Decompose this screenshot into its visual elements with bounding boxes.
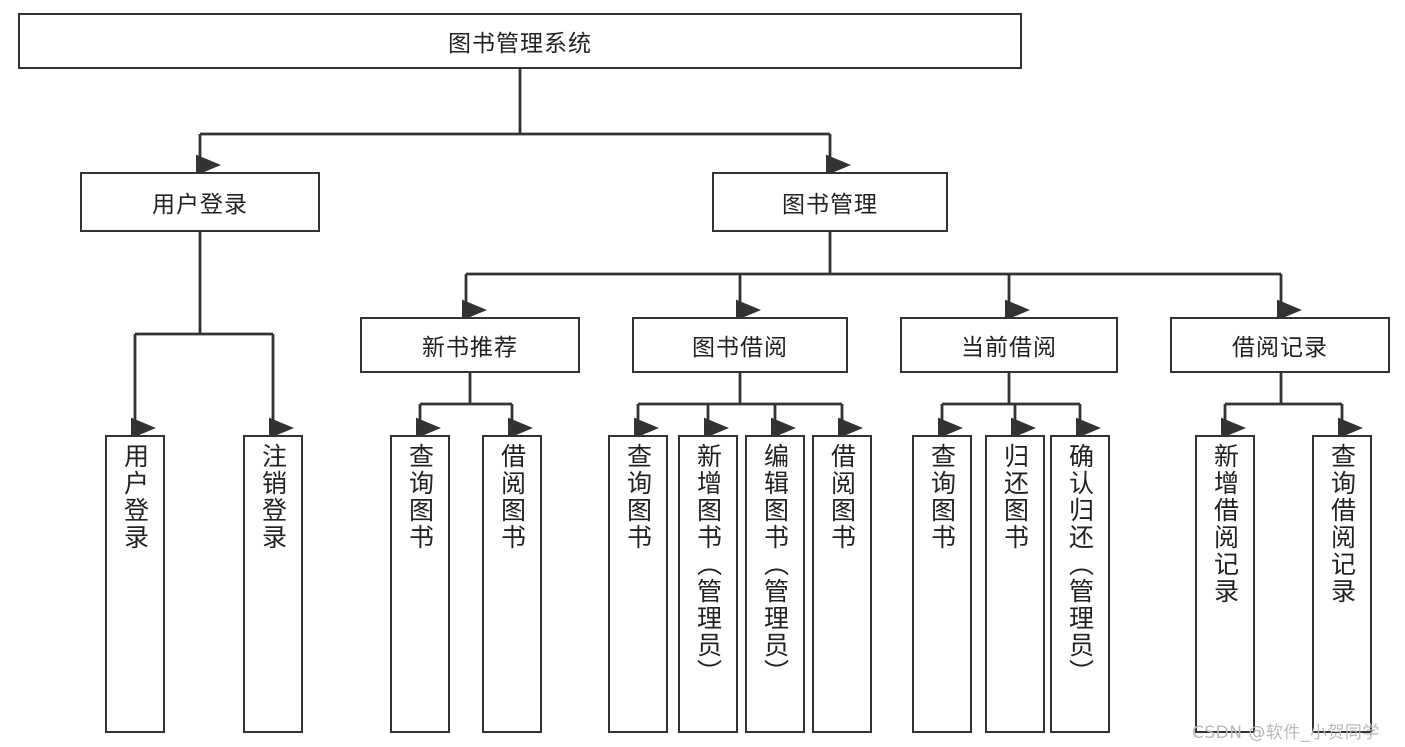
node-borrow-record[interactable]: 借阅记录	[1170, 317, 1390, 373]
csdn-watermark: CSDN @软件_小贺同学	[1192, 718, 1380, 743]
node-root-label: 图书管理系统	[448, 31, 592, 57]
node-leaf-edit-book[interactable]: 编辑图书（管理员）	[745, 435, 805, 733]
node-current-borrow-label: 当前借阅	[961, 335, 1057, 361]
node-leaf-borrow-book-1[interactable]: 借阅图书	[482, 435, 542, 733]
node-leaf-user-login[interactable]: 用户登录	[105, 435, 165, 733]
node-user-login[interactable]: 用户登录	[80, 172, 320, 232]
node-book-manage-label: 图书管理	[782, 192, 878, 218]
node-leaf-borrow-book-2[interactable]: 借阅图书	[812, 435, 872, 733]
node-leaf-add-record[interactable]: 新增借阅记录	[1195, 435, 1255, 733]
node-leaf-query-book-1-label: 查询图书	[405, 443, 435, 551]
node-leaf-query-book-2-label: 查询图书	[623, 443, 653, 551]
node-leaf-add-record-label: 新增借阅记录	[1210, 443, 1240, 605]
node-leaf-return-book-label: 归还图书	[1000, 443, 1030, 551]
node-borrow-record-label: 借阅记录	[1232, 335, 1328, 361]
node-leaf-user-login-label: 用户登录	[120, 443, 150, 551]
node-leaf-return-book[interactable]: 归还图书	[985, 435, 1045, 733]
node-current-borrow[interactable]: 当前借阅	[900, 317, 1118, 373]
node-new-book-recommend[interactable]: 新书推荐	[360, 317, 580, 373]
node-book-manage[interactable]: 图书管理	[712, 172, 948, 232]
node-leaf-add-book[interactable]: 新增图书（管理员）	[678, 435, 738, 733]
node-user-login-label: 用户登录	[152, 192, 248, 218]
node-new-book-recommend-label: 新书推荐	[422, 335, 518, 361]
node-leaf-query-book-2[interactable]: 查询图书	[608, 435, 668, 733]
node-book-borrow[interactable]: 图书借阅	[632, 317, 848, 373]
node-book-borrow-label: 图书借阅	[692, 335, 788, 361]
node-leaf-borrow-book-1-label: 借阅图书	[497, 443, 527, 551]
node-leaf-confirm-return-label: 确认归还（管理员）	[1065, 443, 1095, 686]
node-root[interactable]: 图书管理系统	[18, 13, 1022, 69]
node-leaf-query-record[interactable]: 查询借阅记录	[1312, 435, 1372, 733]
node-leaf-logout-label: 注销登录	[258, 443, 288, 551]
node-leaf-add-book-label: 新增图书（管理员）	[693, 443, 723, 686]
node-leaf-query-book-1[interactable]: 查询图书	[390, 435, 450, 733]
node-leaf-logout[interactable]: 注销登录	[243, 435, 303, 733]
node-leaf-query-record-label: 查询借阅记录	[1327, 443, 1357, 605]
node-leaf-confirm-return[interactable]: 确认归还（管理员）	[1050, 435, 1110, 733]
csdn-watermark-text: CSDN @软件_小贺同学	[1192, 723, 1380, 743]
node-leaf-query-book-3-label: 查询图书	[927, 443, 957, 551]
node-leaf-edit-book-label: 编辑图书（管理员）	[760, 443, 790, 686]
node-leaf-borrow-book-2-label: 借阅图书	[827, 443, 857, 551]
node-leaf-query-book-3[interactable]: 查询图书	[912, 435, 972, 733]
